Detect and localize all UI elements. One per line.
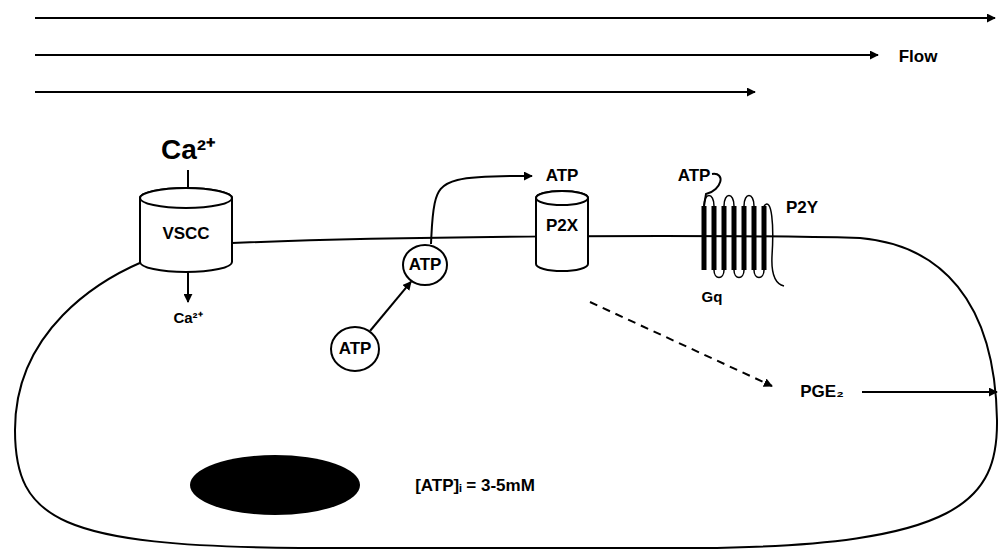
receptor-tail <box>764 204 784 286</box>
release-arrow <box>862 391 997 393</box>
flow-arrow <box>35 17 995 19</box>
ion-arrow <box>187 272 189 302</box>
transmembrane-helix <box>702 206 707 270</box>
mediator-label: PGE₂ <box>800 383 843 402</box>
p2y-receptor: ATP P2Y Gq <box>676 166 846 311</box>
transmembrane-helix <box>742 206 747 270</box>
transmembrane-helix <box>732 206 737 270</box>
vesicle-circle <box>403 245 447 285</box>
transmembrane-helix <box>752 206 757 270</box>
node-text: P2X <box>546 217 578 236</box>
node-text: ATP <box>678 167 711 186</box>
cell-membrane <box>15 236 997 548</box>
receptor-loop <box>724 196 734 207</box>
cylinder-top <box>140 188 232 208</box>
flow-arrow <box>35 54 878 56</box>
release-arrow <box>431 176 532 244</box>
node-text: P2Y <box>786 199 818 218</box>
transmembrane-helix <box>712 206 717 270</box>
atp-vesicle: ATP <box>402 244 448 286</box>
node-text: ATP <box>409 256 442 275</box>
release-arrow <box>370 282 411 331</box>
channel-cylinder: VSCC <box>138 186 234 272</box>
p2y-receptor-outline <box>676 166 846 311</box>
signal-arrow <box>590 302 772 386</box>
vesicle-circle <box>331 327 379 371</box>
atp-vesicle: ATP <box>330 326 380 372</box>
ion-label: Ca²⁺ <box>173 310 202 327</box>
node-text: ATP <box>546 167 579 186</box>
cylinder-body <box>140 188 232 272</box>
flow-label: Flow <box>899 48 938 67</box>
node-text: VSCC <box>162 225 209 244</box>
cylinder-body <box>536 191 588 271</box>
receptor-loop <box>734 270 744 278</box>
concentration-label: [ATP]ᵢ = 3-5mM <box>415 477 535 496</box>
transmembrane-helix <box>762 206 767 270</box>
receptor-loop <box>704 196 714 207</box>
receptor-loop <box>754 270 764 278</box>
transmembrane-helix <box>722 206 727 270</box>
receptor-loop <box>744 196 754 207</box>
p2x-receptor: ATP P2X <box>534 166 590 274</box>
node-text: Gq <box>702 289 723 306</box>
node-text: ATP <box>339 340 372 359</box>
cylinder-top <box>536 191 588 205</box>
receptor-loop <box>714 270 724 278</box>
flow-arrow <box>35 91 755 93</box>
ion-label: Ca²⁺ <box>161 135 215 166</box>
nucleus <box>190 455 360 515</box>
